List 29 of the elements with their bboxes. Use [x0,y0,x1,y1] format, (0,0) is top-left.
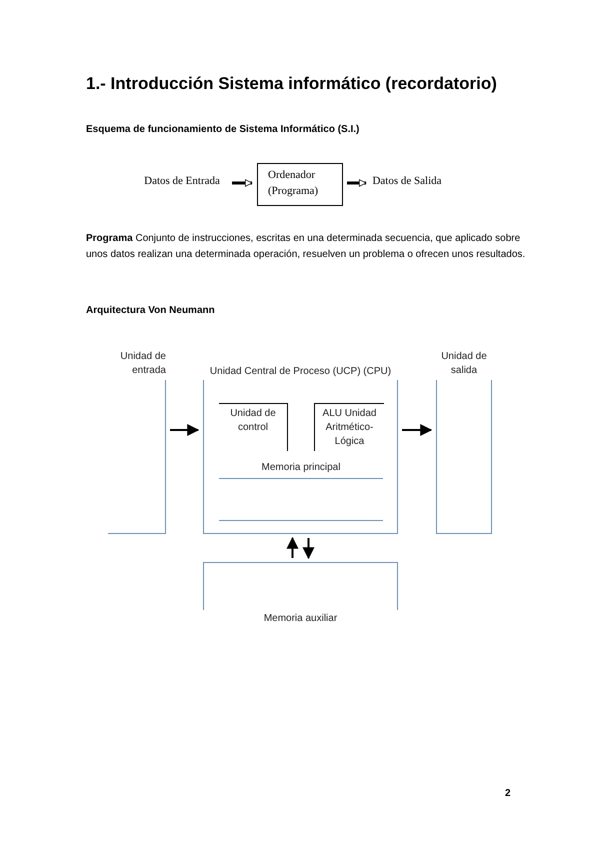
section-heading: Arquitectura Von Neumann [86,305,215,316]
box-label: Memoria auxiliar [262,613,338,624]
paragraph: Programa Conjunto de instrucciones, escritas en una determinada secuencia, que aplicado sobre unos datos realizan una determinada operación, resuelven un problema o ofrecen unos resultados. [86,232,526,262]
arrow [232,179,252,187]
arrow [286,536,298,558]
control-unit-box [219,403,288,451]
output-data-text: Datos de Salida [371,175,443,191]
arrow [170,424,200,436]
box-label: Unidad de entrada [119,350,166,378]
arrow [402,424,432,436]
alu-box [314,403,384,451]
page-number: 2 [505,788,511,799]
box-label: Unidad de control [229,407,277,435]
box-label: Ordenador (Programa) [268,168,320,199]
box-label: Unidad Central de Proceso (UCP) (CPU) [208,366,392,377]
box-label: Memoria principal [260,462,342,473]
output-unit-box [436,350,492,534]
cpu-box [203,366,398,534]
arrow [347,179,366,187]
main-memory-box [219,462,383,521]
auxiliary-memory-box [203,562,398,624]
arrow [302,538,314,560]
box-label: Unidad de salida [440,350,488,378]
input-data-text: Datos de Entrada [136,175,228,191]
input-unit-box [108,350,166,534]
section-heading: Esquema de funcionamiento de Sistema Informático (S.I.) [86,124,360,135]
box-label: ALU Unidad Aritmético-Lógica [322,407,378,449]
page-title: 1.- Introducción Sistema informático (recordatorio) [86,74,497,94]
computer-box [257,163,343,206]
